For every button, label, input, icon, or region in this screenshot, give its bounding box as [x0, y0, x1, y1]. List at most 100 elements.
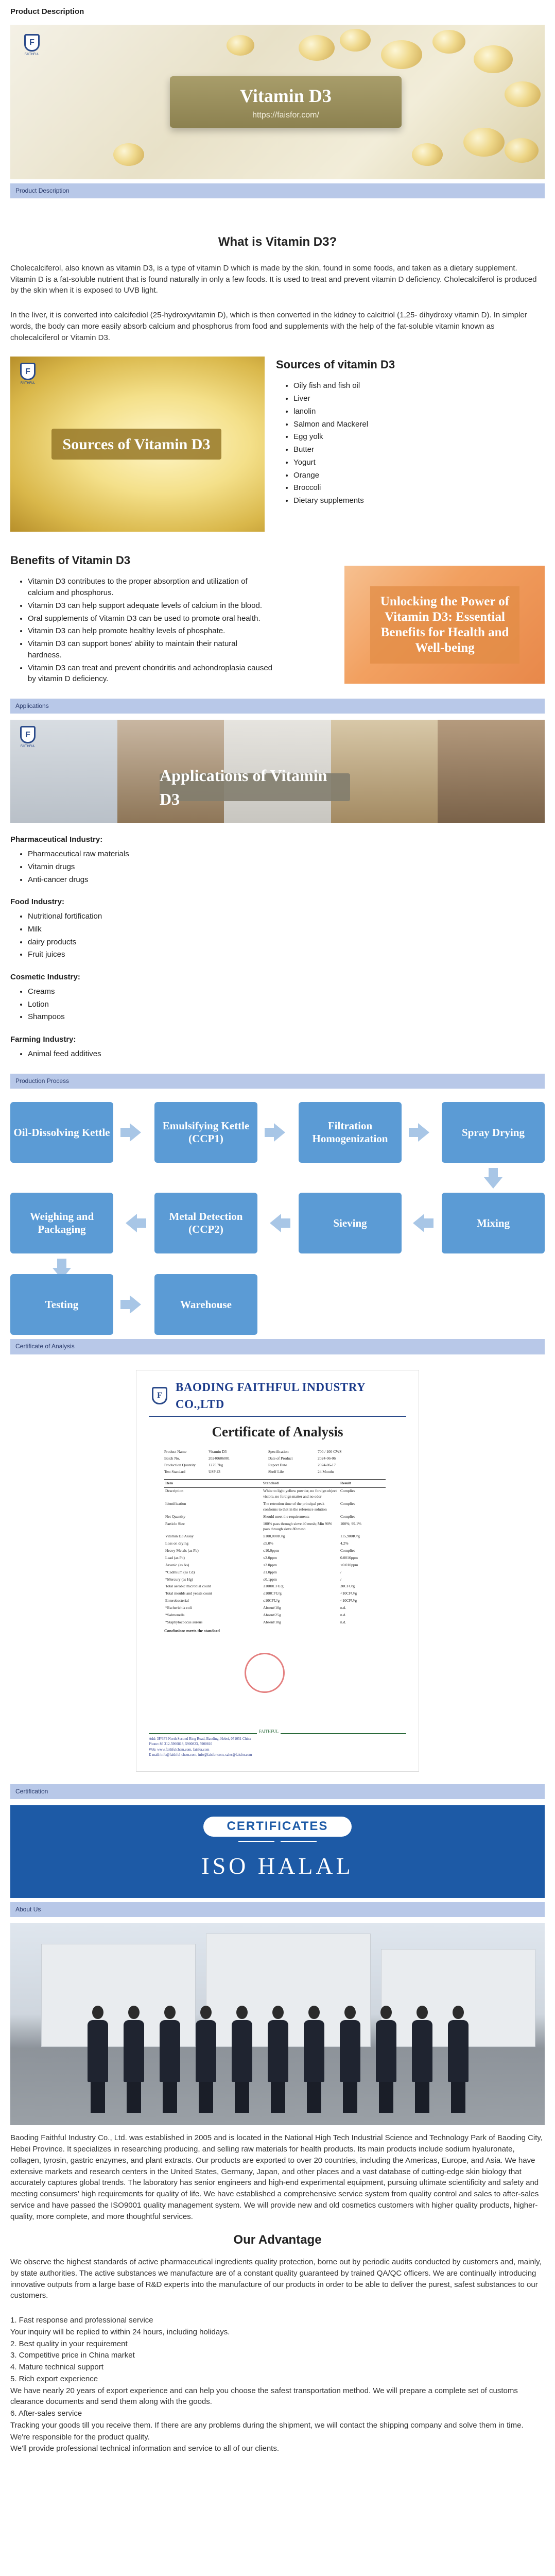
- table-cell: Complies: [340, 1548, 355, 1553]
- process-step: Warehouse: [154, 1274, 257, 1335]
- application-category-title: Cosmetic Industry:: [10, 973, 80, 982]
- application-item: dairy products: [28, 937, 545, 948]
- table-cell: The retention time of the principal peak…: [263, 1501, 327, 1512]
- advantage-point: 3. Competitive price in China market: [10, 2351, 135, 2360]
- arrow-right-icon: [120, 1123, 141, 1142]
- table-cell: Arsenic (as As): [165, 1562, 189, 1567]
- section-bar-certificate-of-analysis: Certificate of Analysis: [10, 1339, 545, 1354]
- capsule-decoration: [340, 28, 371, 52]
- table-cell: *Salmonella: [165, 1612, 185, 1617]
- advantage-point: 5. Rich export experience: [10, 2374, 98, 2383]
- process-step: Filtration Homogenization: [299, 1102, 402, 1163]
- table-cell: n.d.: [340, 1612, 346, 1617]
- about-paragraph: Baoding Faithful Industry Co., Ltd. was …: [10, 2133, 543, 2221]
- certificate-meta-cell: Test Standard: [164, 1469, 185, 1474]
- application-category-list: Nutritional fortificationMilkdairy produ…: [10, 911, 545, 960]
- applications-categories: Pharmaceutical Industry:Pharmaceutical r…: [10, 834, 545, 1059]
- table-cell: ≤1000CFU/g: [263, 1584, 284, 1589]
- footer-line: Add: 3F/3F4 North Second Ring Road, Baod…: [149, 1736, 251, 1741]
- benefits-heading: Benefits of Vitamin D3: [10, 554, 131, 567]
- certificate-meta-cell: 24 Months: [318, 1469, 335, 1474]
- section-bar-production-process: Production Process: [10, 1073, 545, 1089]
- benefit-item: Vitamin D3 can help promote healthy leve…: [28, 625, 273, 637]
- table-cell: 30CFU/g: [340, 1584, 355, 1589]
- applications-image-caption: Applications of Vitamin D3: [160, 766, 350, 808]
- application-item: Creams: [28, 986, 545, 997]
- table-cell: Complies: [340, 1488, 355, 1494]
- table-cell: Particle Size: [165, 1521, 185, 1526]
- table-cell: *Staphylococcus aureus: [165, 1619, 203, 1624]
- benefit-item: Vitamin D3 can treat and prevent chondri…: [28, 663, 273, 685]
- certificate-meta-cell: 2024-06-06: [318, 1456, 336, 1461]
- sources-text: Sources of vitamin D3 Oily fish and fish…: [276, 357, 395, 532]
- certificate-meta-cell: 2024-06-17: [318, 1463, 336, 1468]
- company-logo: F: [149, 1386, 170, 1404]
- capsule-decoration: [227, 35, 254, 56]
- capsule-decoration: [412, 143, 443, 166]
- table-cell: Absent/10g: [263, 1619, 281, 1624]
- person-figure: [304, 2006, 324, 2113]
- advantage-point: 4. Mature technical support: [10, 2363, 103, 2372]
- certificate-footer: FAITHFUL Add: 3F/3F4 North Second Ring R…: [149, 1728, 406, 1758]
- certificates-pill: CERTIFICATES: [203, 1816, 352, 1837]
- benefits-image: Unlocking the Power of Vitamin D3: Essen…: [344, 566, 545, 684]
- arrow-right-icon: [409, 1123, 429, 1142]
- table-row: Enterobacterial≤10CFU/g<10CFU/g: [164, 1598, 386, 1605]
- application-item: Vitamin drugs: [28, 861, 545, 873]
- shield-logo-icon: F: [20, 726, 36, 744]
- company-logo: F FAITHFUL: [16, 726, 39, 749]
- image-segment: [117, 720, 224, 823]
- person-figure: [376, 2006, 396, 2113]
- certificate-title: Certificate of Analysis: [212, 1424, 343, 1440]
- process-step: Sieving: [299, 1193, 402, 1254]
- application-category-title: Food Industry:: [10, 897, 64, 907]
- source-item: Liver: [293, 393, 395, 404]
- application-item: Shampoos: [28, 1011, 545, 1023]
- advantage-points: 1. Fast response and professional servic…: [10, 2315, 545, 2454]
- source-item: Yogurt: [293, 457, 395, 468]
- image-segment: [438, 720, 545, 823]
- application-category-list: Animal feed additives: [10, 1048, 545, 1060]
- arrow-right-icon: [120, 1295, 141, 1314]
- person-figure: [448, 2006, 469, 2113]
- process-step: Testing: [10, 1274, 113, 1335]
- section-bar-about-us: About Us: [10, 1902, 545, 1918]
- benefits-section: Benefits of Vitamin D3 Vitamin D3 contri…: [10, 552, 545, 686]
- hero-title-card: Vitamin D3 https://faisfor.com/: [170, 76, 402, 128]
- company-logo: F FAITHFUL: [21, 33, 43, 57]
- certificate-meta-cell: Report Date: [268, 1463, 287, 1468]
- certificate-meta-cell: Date of Product: [268, 1456, 293, 1461]
- decorative-line: [238, 1840, 317, 1842]
- table-cell: Description: [165, 1488, 183, 1494]
- benefit-item: Vitamin D3 can help support adequate lev…: [28, 600, 273, 612]
- table-cell: ≤2.0ppm: [263, 1555, 277, 1560]
- table-cell: Identification: [165, 1501, 186, 1506]
- capsule-decoration: [432, 29, 465, 54]
- footer-brand: FAITHFUL: [257, 1728, 281, 1735]
- table-row: Particle Size 100% pass through sieve 40 …: [164, 1520, 386, 1533]
- capsule-decoration: [474, 45, 513, 73]
- table-cell: 100% pass through sieve 40 mesh; Min 90%…: [263, 1521, 332, 1532]
- capsule-decoration: [505, 81, 541, 107]
- hero-url[interactable]: https://faisfor.com/: [252, 111, 319, 120]
- person-figure: [196, 2006, 216, 2113]
- certificate-meta-cell: 700 / 100 CWS: [318, 1449, 342, 1454]
- application-item: Milk: [28, 924, 545, 935]
- certificate-meta-cell: 20240606001: [209, 1456, 230, 1461]
- table-cell: *Mercury (as Hg): [165, 1577, 193, 1582]
- person-figure: [232, 2006, 252, 2113]
- table-cell: Vitamin D3 Assay: [165, 1534, 194, 1539]
- shield-logo-icon: F: [152, 1386, 167, 1404]
- table-cell: Should meet the requirements: [263, 1514, 309, 1519]
- process-step: Spray Drying: [442, 1102, 545, 1163]
- table-cell: 0.0016ppm: [340, 1555, 358, 1560]
- application-category-title: Pharmaceutical Industry:: [10, 835, 103, 844]
- process-step: Weighing and Packaging: [10, 1193, 113, 1254]
- sources-image: F FAITHFUL Sources of Vitamin D3: [10, 357, 265, 532]
